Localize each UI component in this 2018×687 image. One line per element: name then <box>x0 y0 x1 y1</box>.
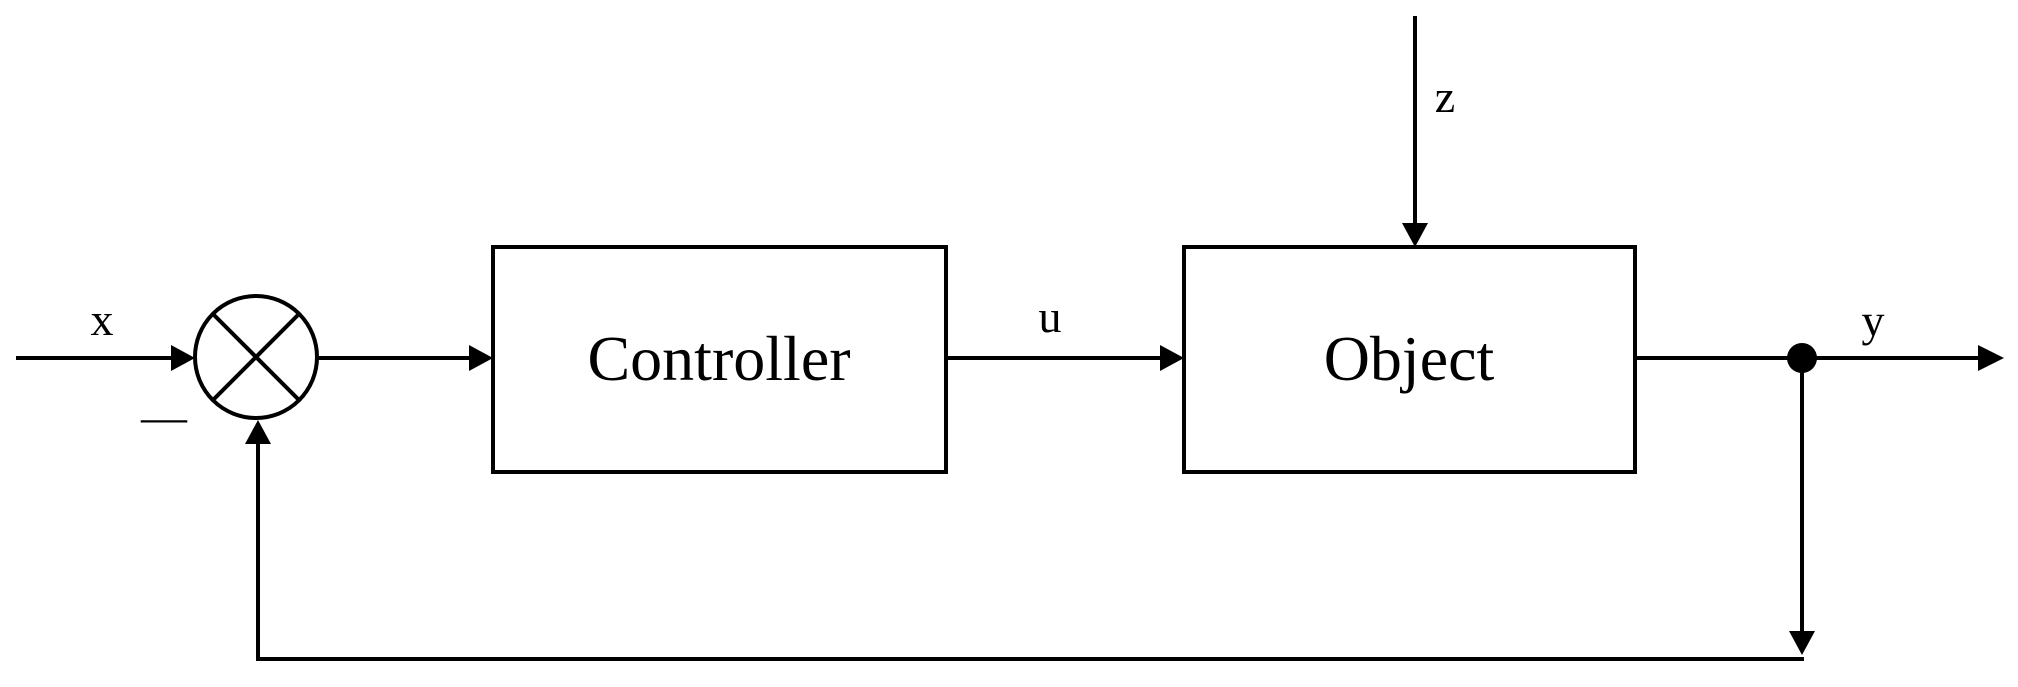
feedback-down-arrowhead <box>1789 631 1815 655</box>
control-u-arrowhead <box>1160 345 1184 371</box>
controller-block: Controller <box>491 245 948 474</box>
label-x: x <box>91 294 114 345</box>
feedback-up-arrowhead <box>245 420 271 444</box>
summing-junction <box>193 294 319 420</box>
label-u: u <box>1039 291 1062 342</box>
label-z: z <box>1435 71 1455 122</box>
feedback-minus-sign: — <box>140 391 188 442</box>
label-y: y <box>1862 295 1885 346</box>
controller-label: Controller <box>587 323 850 394</box>
object-block: Object <box>1182 245 1637 474</box>
disturbance-z-arrowhead <box>1402 223 1428 247</box>
output-y-arrowhead <box>1978 345 2004 371</box>
input-x-arrowhead <box>171 345 195 371</box>
error-arrowhead <box>469 345 493 371</box>
object-label: Object <box>1324 323 1495 394</box>
